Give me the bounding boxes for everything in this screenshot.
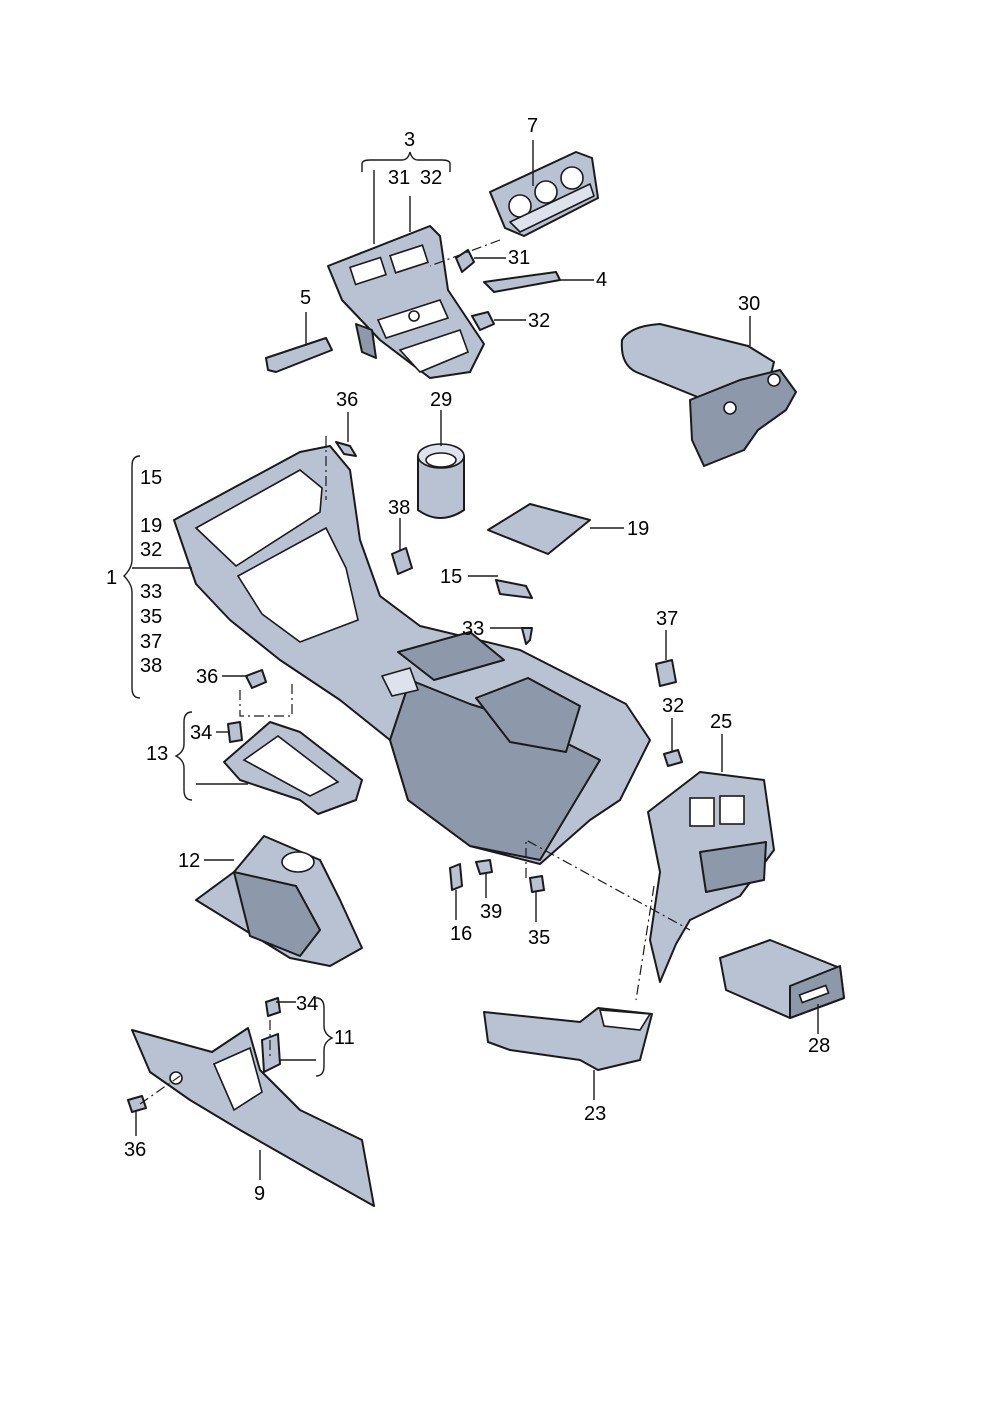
label-15: 15 [440, 566, 462, 588]
part-7-trim-panel [489, 151, 599, 237]
group1-item-3: 33 [140, 581, 162, 603]
label-3-sub-32: 32 [420, 167, 442, 189]
label-19: 19 [627, 518, 649, 540]
label-11: 11 [334, 1027, 355, 1049]
leader-lines [132, 140, 819, 1180]
part-16-clip [449, 863, 463, 891]
label-3: 3 [404, 129, 415, 151]
label-28: 28 [808, 1035, 830, 1057]
label-13: 13 [146, 743, 168, 765]
part-37-clip [655, 659, 677, 687]
part-12-shifter-housing [195, 835, 363, 967]
part-13-bracket [223, 721, 363, 815]
label-25: 25 [710, 711, 732, 733]
part-11-clip [261, 1033, 281, 1073]
part-38-clip [391, 547, 413, 575]
label-31: 31 [508, 247, 530, 269]
label-34-upper: 34 [190, 722, 212, 744]
label-12: 12 [178, 850, 200, 872]
group1-item-5: 37 [140, 631, 162, 653]
part-36-screw-top [335, 441, 357, 457]
part-32-clip-lower [663, 749, 683, 767]
part-25-rear-panel [647, 771, 775, 983]
alignment-lines [139, 239, 691, 1105]
part-36-screw-mid [245, 669, 267, 689]
group1-item-6: 38 [140, 655, 162, 677]
part-3-front-frame [327, 225, 485, 379]
part-39-screw [475, 859, 493, 875]
label-1: 1 [106, 567, 117, 589]
part-35-clip [529, 875, 545, 893]
label-32-lower: 32 [662, 695, 684, 717]
label-39: 39 [480, 901, 502, 923]
label-35: 35 [528, 927, 550, 949]
label-32-upper: 32 [528, 310, 550, 332]
label-34-lower: 34 [296, 993, 318, 1015]
label-30: 30 [738, 293, 760, 315]
group1-item-0: 15 [140, 467, 162, 489]
part-15-cover [495, 579, 533, 599]
part-34-clip-lower [265, 997, 281, 1017]
label-29: 29 [430, 389, 452, 411]
label-38: 38 [388, 497, 410, 519]
part-4-strip [483, 271, 561, 293]
part-1-console-body [173, 445, 651, 865]
label-37: 37 [656, 608, 678, 630]
label-23: 23 [584, 1103, 606, 1125]
label-36-top: 36 [336, 389, 358, 411]
label-9: 9 [254, 1183, 265, 1205]
braces [123, 151, 451, 1077]
label-7: 7 [527, 115, 538, 137]
part-labels: 3 31 32 7 31 4 32 5 30 36 29 38 19 15 33… [106, 115, 830, 1205]
part-36-screw-bottom [127, 1095, 147, 1113]
label-36-mid: 36 [196, 666, 218, 688]
label-33: 33 [462, 618, 484, 640]
part-28-drawer [719, 939, 845, 1019]
label-16: 16 [450, 923, 472, 945]
label-3-sub-31: 31 [388, 167, 410, 189]
part-33-screw [521, 627, 533, 645]
part-30-armrest [620, 323, 797, 467]
part-29-cupholder [417, 443, 465, 519]
label-4: 4 [596, 269, 607, 291]
part-19-mat [487, 503, 591, 555]
part-34-clip-upper [227, 721, 243, 743]
part-5-handle [265, 337, 333, 373]
part-23-duct [483, 1007, 653, 1071]
part-31-clip [455, 249, 475, 273]
part-9-side-trim [131, 1027, 375, 1207]
group1-item-1: 19 [140, 515, 162, 537]
part-32-clip-upper [471, 311, 495, 331]
group1-item-4: 35 [140, 606, 162, 628]
label-5: 5 [300, 287, 311, 309]
group1-item-2: 32 [140, 539, 162, 561]
label-36-bottom: 36 [124, 1139, 146, 1161]
